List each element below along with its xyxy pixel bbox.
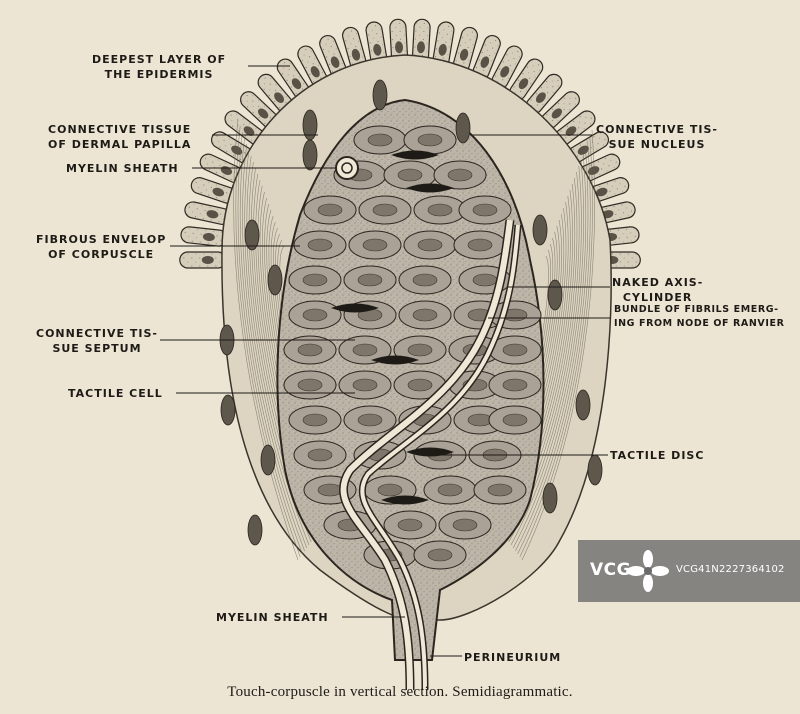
epidermis-cell — [525, 73, 563, 114]
epidermis-cell — [276, 58, 311, 101]
tactile-cell — [338, 370, 392, 400]
tactile-disc — [371, 355, 419, 365]
tactile-disc — [406, 447, 454, 457]
connective-nucleus — [260, 444, 276, 476]
epidermis-cell — [452, 26, 479, 73]
tactile-cells — [283, 125, 542, 570]
connective-nucleus — [542, 482, 558, 514]
myelin-sheath-ring — [335, 156, 359, 180]
connective-nucleus — [547, 279, 563, 311]
label-connective-nucleus: CONNECTIVE TIS-SUE NUCLEUS — [596, 123, 718, 151]
label-perineurium: PERINEURIUM — [464, 651, 562, 664]
tactile-cell — [288, 405, 342, 435]
tactile-cell — [488, 335, 542, 365]
epidermis-cell — [389, 18, 409, 66]
tactile-cell — [473, 475, 527, 505]
tactile-cell — [393, 370, 447, 400]
tactile-cell — [488, 370, 542, 400]
tactile-disc — [381, 495, 429, 505]
tactile-cell — [398, 300, 452, 330]
tactile-cell — [288, 300, 342, 330]
connective-nucleus — [220, 394, 236, 426]
label-tactile-cell: TACTILE CELL — [68, 387, 163, 400]
tactile-cell — [338, 335, 392, 365]
tactile-cell — [288, 265, 342, 295]
tactile-cell — [358, 195, 412, 225]
connective-nucleus — [455, 112, 471, 144]
connective-nucleus — [532, 214, 548, 246]
epidermis-cell — [184, 201, 231, 225]
tactile-cell — [423, 475, 477, 505]
label-myelin-sheath-top: MYELIN SHEATH — [66, 162, 179, 175]
connective-nucleus — [267, 264, 283, 296]
epidermis-cell — [491, 45, 523, 90]
epidermis-cell — [179, 251, 227, 269]
label-connective-septum: CONNECTIVE TIS-SUE SEPTUM — [36, 327, 158, 355]
tactile-cell — [438, 510, 492, 540]
tactile-cell — [488, 405, 542, 435]
figure-caption: Touch-corpuscle in vertical section. Sem… — [227, 684, 573, 700]
tactile-cell — [383, 160, 437, 190]
epidermis-cell — [432, 21, 455, 69]
epidermis-cell — [190, 177, 237, 204]
leader-lines — [160, 65, 610, 657]
tactile-cell — [433, 160, 487, 190]
tactile-cell — [453, 230, 507, 260]
label-naked-axis-cylinder: NAKED AXIS-CYLINDER — [612, 276, 704, 304]
tactile-disc — [391, 150, 439, 160]
epidermis-cell — [509, 58, 544, 101]
epidermis-cell — [472, 34, 501, 81]
label-myelin-sheath-bottom: MYELIN SHEATH — [216, 611, 329, 624]
epidermis-cell — [540, 91, 580, 129]
label-bundle-fibrils: BUNDLE OF FIBRILS EMERG-ING FROM NODE OF… — [614, 304, 785, 329]
tactile-cell — [398, 265, 452, 295]
tactile-cell — [458, 195, 512, 225]
tactile-cell — [293, 440, 347, 470]
vcg-flower-icon — [627, 550, 669, 592]
tactile-cell — [293, 230, 347, 260]
tactile-cell — [353, 125, 407, 155]
connective-tissue-nuclei — [219, 79, 603, 546]
connective-nucleus — [247, 514, 263, 546]
tactile-cell — [348, 230, 402, 260]
epidermis-cell — [180, 226, 228, 247]
connective-nucleus — [302, 109, 318, 141]
tactile-cell — [343, 265, 397, 295]
connective-nucleus — [587, 454, 603, 486]
epidermis-cell — [257, 73, 295, 114]
tactile-cell — [383, 510, 437, 540]
tactile-cell — [403, 230, 457, 260]
tactile-disc — [406, 183, 454, 193]
tactile-cell — [283, 335, 337, 365]
nerve-fiber — [339, 219, 522, 691]
tactile-cell — [283, 370, 337, 400]
watermark-image-id: VCG41N2227364102 — [676, 564, 785, 575]
tactile-cell — [413, 195, 467, 225]
tactile-disc — [331, 303, 379, 313]
watermark-banner: VCG VCG41N2227364102 — [578, 540, 800, 602]
connective-nucleus — [575, 389, 591, 421]
tactile-cell — [343, 405, 397, 435]
label-tactile-disc: TACTILE DISC — [610, 449, 705, 462]
connective-nucleus — [372, 79, 388, 111]
epidermis-cell — [365, 21, 388, 69]
connective-nucleus — [244, 219, 260, 251]
tactile-cell — [303, 195, 357, 225]
epidermis-cell — [411, 18, 431, 66]
tactile-cell — [413, 540, 467, 570]
connective-nucleus — [302, 139, 318, 171]
tactile-cell — [403, 125, 457, 155]
watermark-brand: VCG — [590, 560, 632, 580]
epidermis-cell — [224, 110, 266, 146]
